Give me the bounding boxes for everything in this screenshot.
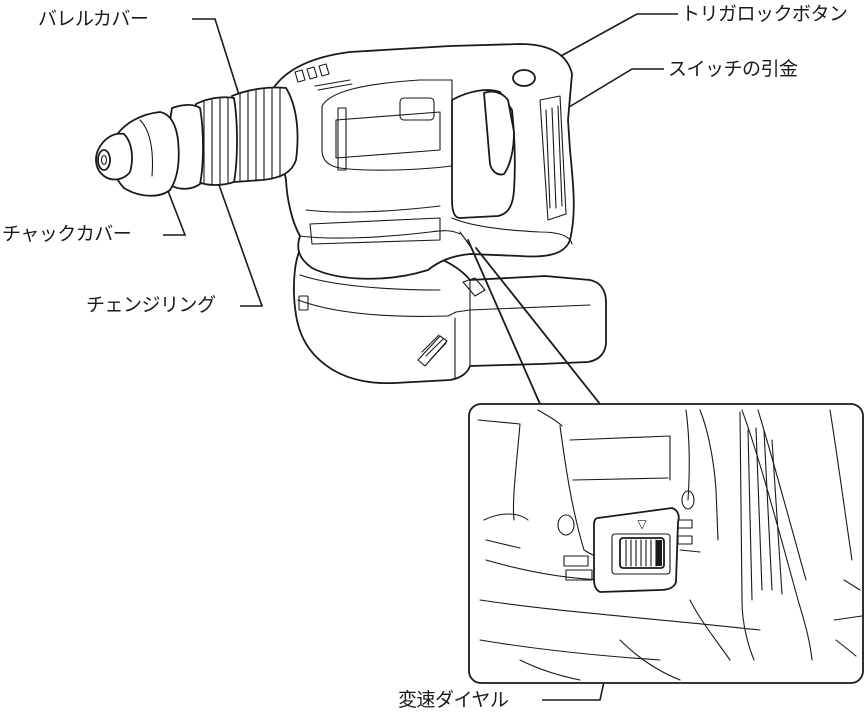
barrel-cover (227, 86, 299, 183)
speed-dial-arrow-mark: ▽ (637, 517, 647, 531)
label-switch-trigger: スイッチの引金 (668, 58, 798, 80)
leader-trigger-lock (531, 13, 678, 73)
speed-dial (619, 537, 665, 569)
inset-detail: ▽ (468, 403, 864, 684)
tool-body (271, 43, 575, 280)
label-barrel-cover: バレルカバー (38, 8, 149, 30)
label-chuck-cover: チャックカバー (2, 223, 132, 245)
label-change-ring: チェンジリング (86, 294, 216, 316)
chuck-cover (95, 104, 204, 197)
label-trigger-lock-button: トリガロックボタン (681, 3, 848, 25)
inset-pointer (467, 239, 601, 405)
label-speed-dial: 変速ダイヤル (398, 689, 509, 711)
battery-pack (293, 244, 607, 385)
change-ring (192, 96, 238, 186)
leader-change-ring (212, 167, 264, 307)
leader-barrel-cover (192, 18, 241, 99)
